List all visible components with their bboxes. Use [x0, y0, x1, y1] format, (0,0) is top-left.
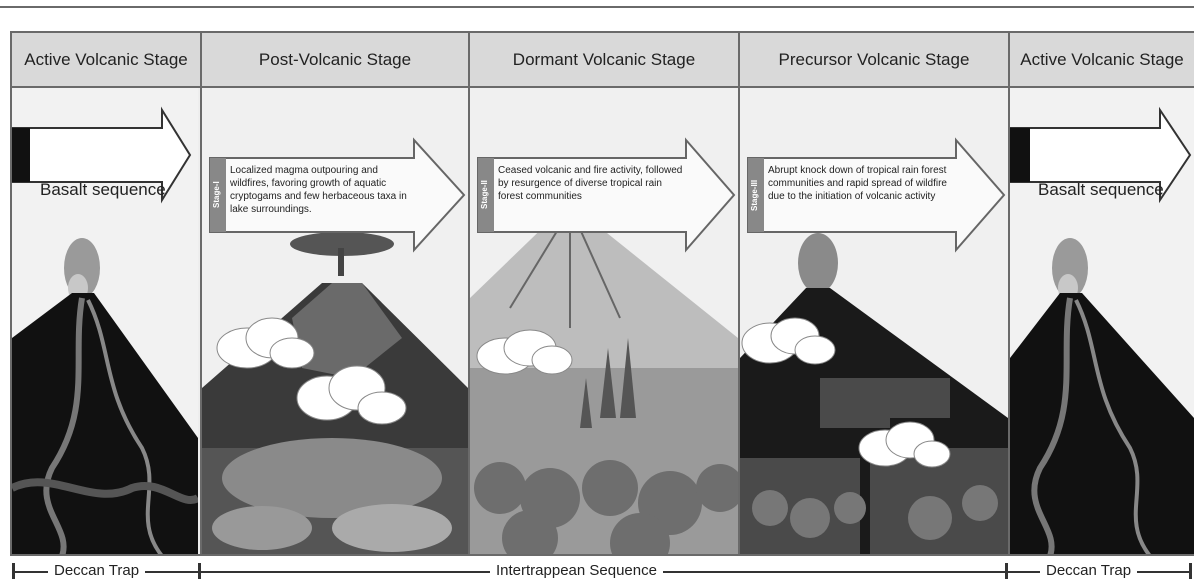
stage-title: Post-Volcanic Stage [202, 33, 468, 88]
timeline-tick [1189, 563, 1192, 579]
column-dormant-volcanic: Dormant Volcanic Stage [468, 33, 738, 554]
stage-description: Abrupt knock down of tropical rain fores… [768, 165, 947, 202]
stage-title: Active Volcanic Stage [1010, 33, 1194, 88]
active-volcano-illustration: Basalt sequence [12, 88, 200, 554]
precursor-volcano-icon [740, 88, 1008, 554]
top-border [0, 6, 1194, 8]
deccan-trap-left-label: Deccan Trap [48, 562, 146, 579]
stage-description: Localized magma outpouring and wildfires… [230, 165, 407, 215]
column-active-volcanic-right: Active Volcanic Stage Basalt sequence [1008, 33, 1194, 554]
stage-tag: Stage-III [750, 179, 759, 211]
sequence-timeline: Deccan Trap Intertrappean Sequence Decca… [0, 558, 1194, 579]
stage-diagram: Active Volcanic Stage Basalt sequence Po… [10, 31, 1194, 556]
post-volcano-icon [202, 88, 468, 554]
deccan-trap-right-label: Deccan Trap [1040, 562, 1138, 579]
timeline-tick [12, 563, 15, 579]
stage-title: Precursor Volcanic Stage [740, 33, 1008, 88]
column-active-volcanic-left: Active Volcanic Stage Basalt sequence [12, 33, 200, 554]
intertrappean-sequence-label: Intertrappean Sequence [490, 562, 663, 579]
active-volcano-icon [1010, 88, 1194, 554]
basalt-sequence-label: Basalt sequence [1038, 180, 1164, 199]
stage-description: Ceased volcanic and fire activity, follo… [498, 165, 683, 202]
stage-tag: Stage-II [480, 180, 489, 210]
timeline-tick [198, 563, 201, 579]
post-volcanic-illustration: Stage-I Localized magma outpouring and w… [202, 88, 468, 554]
basalt-sequence-label: Basalt sequence [40, 180, 166, 199]
column-precursor-volcanic: Precursor Volcanic Stage [738, 33, 1008, 554]
stage-tag: Stage-I [212, 181, 221, 209]
active-volcano-icon [12, 88, 198, 554]
precursor-volcanic-illustration: Stage-III Abrupt knock down of tropical … [740, 88, 1008, 554]
stage-title: Active Volcanic Stage [12, 33, 200, 88]
dormant-volcano-icon [470, 88, 738, 554]
dormant-volcanic-illustration: Stage-II Ceased volcanic and fire activi… [470, 88, 738, 554]
column-post-volcanic: Post-Volcanic Stage [200, 33, 468, 554]
active-volcano-illustration: Basalt sequence [1010, 88, 1194, 554]
timeline-tick [1005, 563, 1008, 579]
stage-title: Dormant Volcanic Stage [470, 33, 738, 88]
